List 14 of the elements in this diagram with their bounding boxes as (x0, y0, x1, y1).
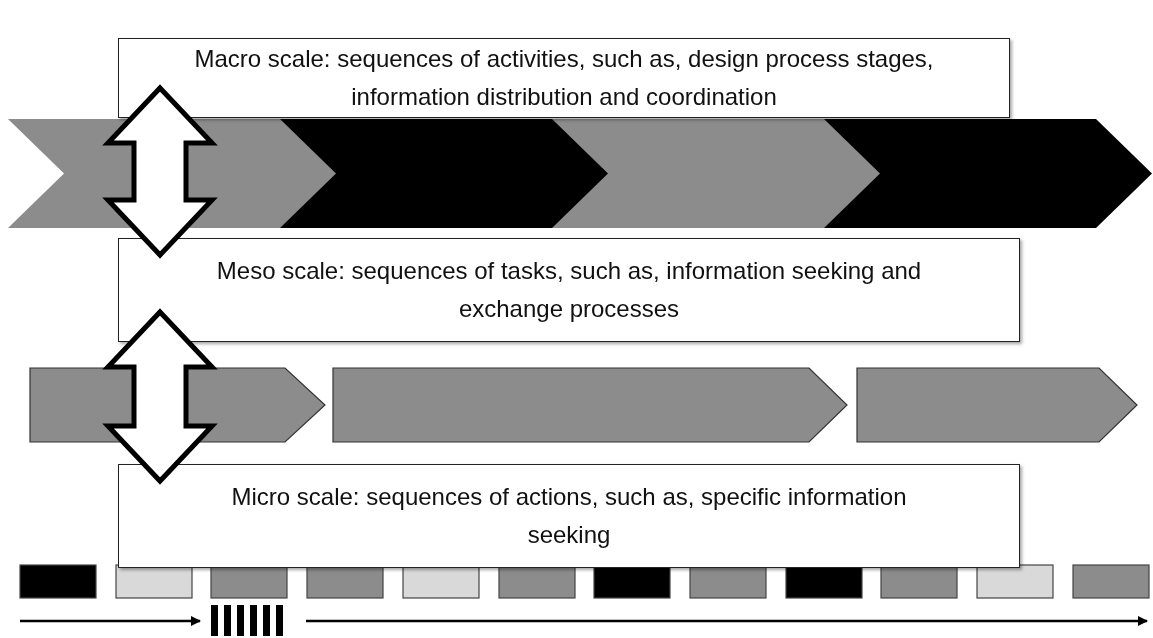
box-text: Meso scale: sequences of tasks, such as, information seeking and exchange processes (215, 255, 923, 324)
chevron-shape (824, 119, 1152, 228)
text-box (118, 38, 1010, 118)
pentagon-arrow-shape (857, 368, 1137, 442)
double-arrow (102, 308, 218, 485)
sequence-block (20, 565, 96, 598)
text-box (118, 464, 1020, 568)
box-text: Macro scale: sequences of activities, such as, design process stages, information distribution and coordination (193, 43, 935, 112)
box-text: Micro scale: sequences of actions, such as, specific information seeking (230, 481, 908, 550)
text-box (118, 238, 1020, 342)
sequence-block (977, 565, 1053, 598)
pentagon-arrow-shape (333, 368, 847, 442)
double-arrow (102, 84, 218, 259)
sequence-block (1072, 565, 1149, 598)
